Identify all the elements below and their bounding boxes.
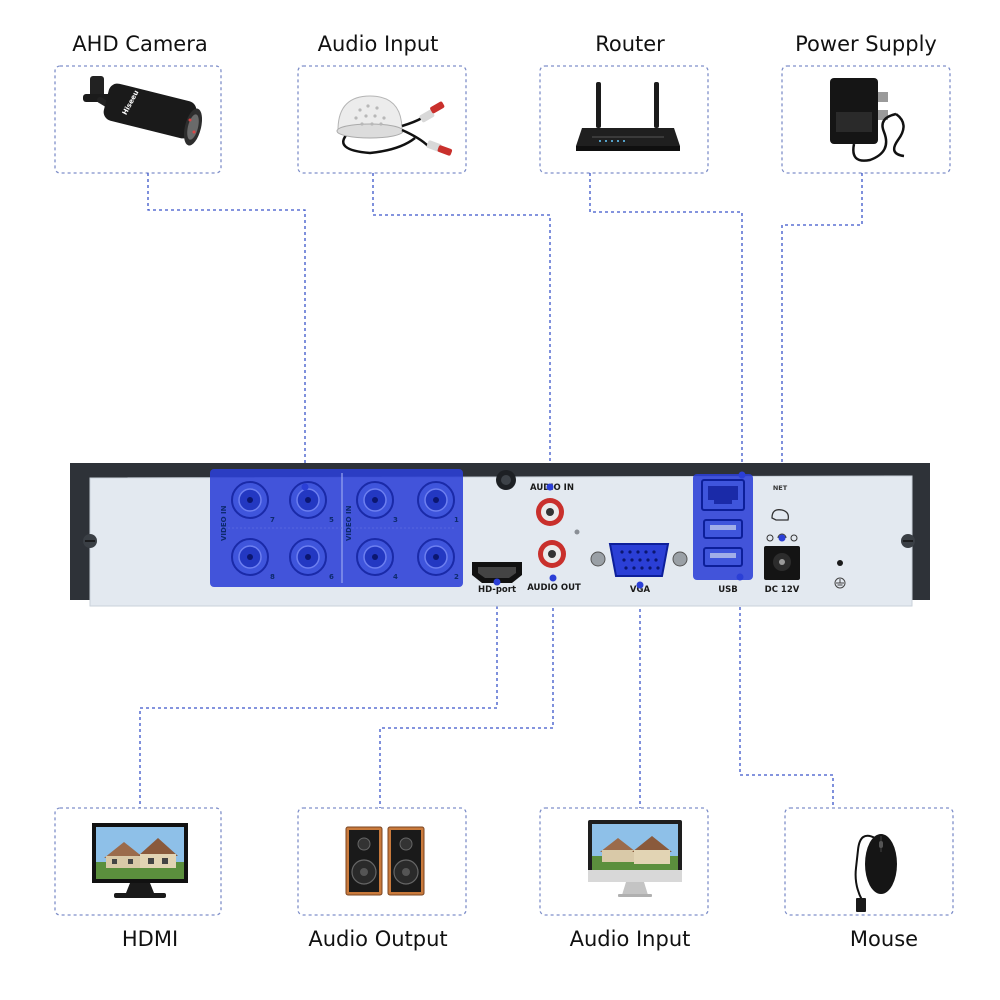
- audio-out-port[interactable]: [538, 540, 566, 568]
- box-ahd-camera: [54, 65, 222, 174]
- dot-audio-in: [546, 483, 554, 491]
- net-port[interactable]: [701, 479, 745, 511]
- mouse-icon: [854, 834, 897, 912]
- label-router: Router: [595, 32, 665, 56]
- hdmi-port[interactable]: [472, 562, 522, 583]
- label-power-supply: Power Supply: [795, 32, 937, 56]
- bnc-number: 3: [393, 516, 398, 524]
- bnc-number: 8: [270, 573, 275, 581]
- video-in-label-right: VIDEO IN: [345, 505, 353, 541]
- box-audio-input-top: [297, 65, 467, 174]
- audio-in-port[interactable]: [536, 498, 564, 526]
- dot-usb: [736, 573, 744, 581]
- bnc-connector[interactable]: [289, 481, 327, 519]
- box-mouse: [784, 807, 954, 916]
- line-audio-input-top: [372, 173, 551, 487]
- label-audio-output: Audio Output: [308, 927, 447, 951]
- bnc-connector[interactable]: [417, 481, 455, 519]
- line-router: [589, 173, 743, 475]
- label-audio-input-bottom: Audio Input: [570, 927, 691, 951]
- bnc-number: 6: [329, 573, 334, 581]
- bnc-connector[interactable]: [356, 538, 394, 576]
- line-power: [781, 173, 863, 538]
- dc-power-port[interactable]: [764, 546, 800, 580]
- led-icon: [574, 529, 580, 535]
- vga-port-label: VGA: [630, 585, 651, 595]
- ground-icon: [834, 577, 846, 589]
- dc-port-label: DC 12V: [765, 585, 800, 595]
- bnc-number: 5: [329, 516, 334, 524]
- usb-port[interactable]: [703, 547, 743, 567]
- dc-polarity-icon: [766, 533, 798, 542]
- video-in-label-left: VIDEO IN: [220, 505, 228, 541]
- box-audio-input-bottom: [539, 807, 709, 916]
- bnc-connector[interactable]: [289, 538, 327, 576]
- bnc-connector[interactable]: [356, 481, 394, 519]
- dot-camera: [301, 483, 309, 491]
- box-hdmi: [54, 807, 222, 916]
- connector-lines: [139, 173, 863, 808]
- box-router: [539, 65, 709, 174]
- line-hdmi: [139, 582, 498, 808]
- reset-hole-icon: [837, 560, 843, 566]
- hdmi-port-label: HD-port: [478, 585, 516, 595]
- bnc-number: 1: [454, 516, 459, 524]
- monitor-icon: [92, 823, 188, 898]
- dot-vga: [636, 581, 644, 589]
- label-ahd-camera: AHD Camera: [72, 32, 207, 56]
- dot-audio-out: [549, 574, 557, 582]
- microphone-icon: [336, 95, 453, 156]
- bnc-connector[interactable]: [417, 538, 455, 576]
- box-audio-output: [297, 807, 467, 916]
- bnc-number: 7: [270, 516, 275, 524]
- dvr-recorder: VIDEO IN VIDEO IN 7 5 3 1 8 6 4 2 AUDIO …: [70, 463, 930, 607]
- speakers-icon: [345, 826, 425, 896]
- usb-port-label: USB: [718, 585, 738, 595]
- usb-port[interactable]: [703, 519, 743, 539]
- net-port-label: NET: [773, 484, 788, 492]
- line-mouse: [739, 577, 834, 808]
- vga-port[interactable]: [590, 543, 688, 577]
- dot-hdmi: [493, 578, 501, 586]
- camera-icon: Hiseeu: [83, 76, 203, 146]
- power-adapter-icon: [830, 78, 905, 162]
- dot-router: [738, 471, 746, 479]
- network-symbol-icon: [771, 509, 790, 521]
- bnc-number: 4: [393, 573, 398, 581]
- label-mouse: Mouse: [850, 927, 918, 951]
- box-power-supply: [781, 65, 951, 174]
- line-audio-output: [379, 578, 554, 808]
- audio-out-port-label: AUDIO OUT: [527, 583, 581, 593]
- computer-icon: [588, 820, 682, 897]
- connection-dots: [301, 471, 786, 589]
- line-camera: [147, 173, 306, 487]
- bnc-connector[interactable]: [231, 481, 269, 519]
- router-icon: [576, 82, 680, 151]
- label-audio-input-top: Audio Input: [318, 32, 439, 56]
- label-hdmi: HDMI: [122, 927, 178, 951]
- bnc-connector[interactable]: [231, 538, 269, 576]
- bnc-number: 2: [454, 573, 459, 581]
- dot-power: [778, 534, 786, 542]
